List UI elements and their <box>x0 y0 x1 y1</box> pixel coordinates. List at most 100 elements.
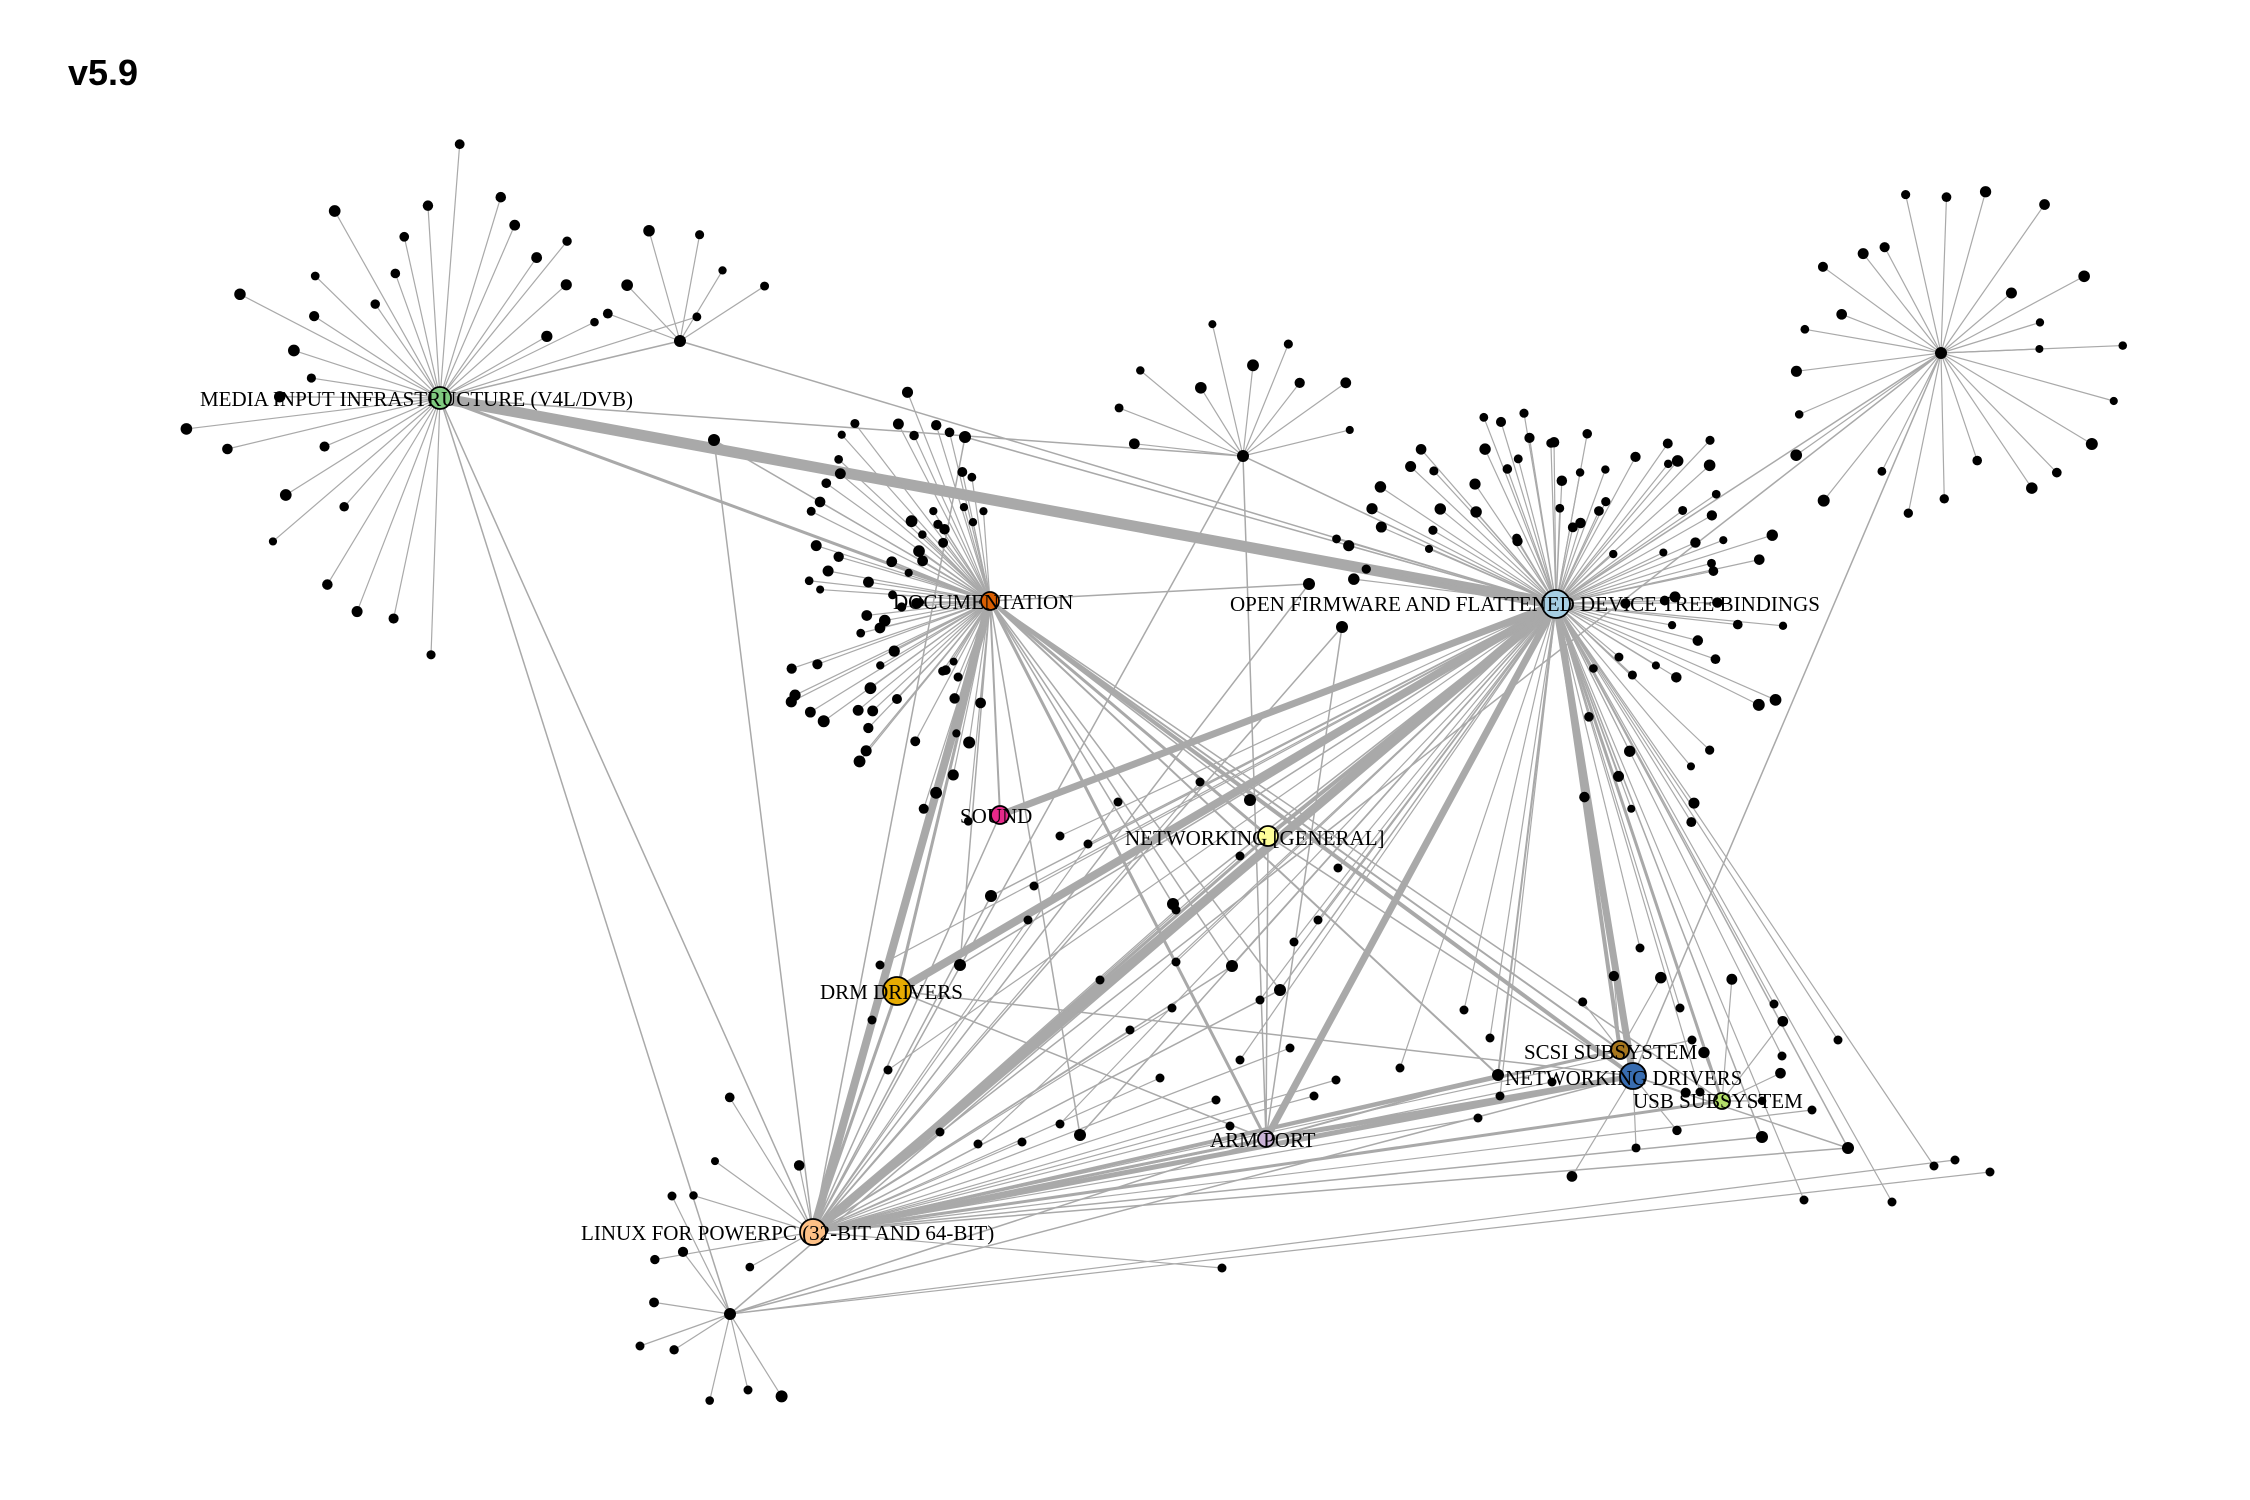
leaf-node-143 <box>1361 564 1371 574</box>
leaf-node-61 <box>1817 261 1828 272</box>
edge-115 <box>1139 369 1244 457</box>
edge-357 <box>812 1125 1231 1233</box>
label-drm: DRM DRIVERS <box>820 980 963 1004</box>
leaf-node-216 <box>1613 770 1625 782</box>
leaf-node-122 <box>834 468 846 480</box>
edge-156 <box>954 600 991 699</box>
edge-142 <box>1940 197 1948 354</box>
edge-81 <box>343 397 441 508</box>
edge-131 <box>1881 352 1942 472</box>
label-arm: ARM PORT <box>1210 1128 1316 1152</box>
hub-node-sound[interactable] <box>990 805 1010 825</box>
edge-23 <box>989 600 1001 816</box>
edge-268 <box>1555 562 1712 605</box>
leaf-node-140 <box>967 472 977 482</box>
edge-52 <box>989 600 1281 991</box>
edge-224 <box>1381 526 1557 605</box>
edges-layer <box>186 144 2123 1401</box>
leaf-node-142 <box>1348 573 1360 585</box>
leaf-node-5 <box>268 537 278 546</box>
leaf-node-18 <box>390 268 401 279</box>
hub-node-netgen[interactable] <box>1257 825 1279 847</box>
leaf-node-65 <box>1941 192 1952 202</box>
leaf-node-56 <box>1790 449 1803 462</box>
hub-node-drm[interactable] <box>882 976 912 1006</box>
leaf-node-148 <box>1366 503 1378 515</box>
leaf-node-86 <box>853 755 866 768</box>
hub-node-ppc[interactable] <box>799 1218 827 1246</box>
leaf-node-54 <box>1877 466 1887 476</box>
leaf-node-261 <box>867 1015 877 1025</box>
leaf-node-145 <box>1332 534 1341 544</box>
edge-183 <box>916 600 991 604</box>
leaf-node-149 <box>1428 525 1438 535</box>
edge-59 <box>1555 603 1849 1149</box>
edge-309 <box>1721 1020 1784 1102</box>
leaf-node-133 <box>909 430 919 441</box>
edge-333 <box>812 1047 1291 1233</box>
leaf-node-134 <box>901 386 914 398</box>
leaf-node-239 <box>1578 997 1588 1007</box>
leaf-node-285 <box>1695 1087 1705 1097</box>
edge-277 <box>1555 603 1673 626</box>
edge-2 <box>810 600 1559 1236</box>
edge-304 <box>714 1160 814 1233</box>
leaf-node-245 <box>724 1308 736 1320</box>
edge-246 <box>1555 480 1563 605</box>
leaf-node-233 <box>1775 1067 1786 1079</box>
hub-node-media[interactable] <box>428 386 452 410</box>
edge-283 <box>1555 603 1657 666</box>
leaf-node-203 <box>1769 694 1782 706</box>
leaf-node-284 <box>1687 1035 1697 1045</box>
edge-15 <box>988 600 1268 1140</box>
leaf-node-62 <box>1857 248 1869 260</box>
leaf-node-267 <box>1171 957 1181 967</box>
hub-node-of[interactable] <box>1541 589 1571 619</box>
edge-139 <box>1862 253 1942 354</box>
leaf-node-307 <box>1155 1073 1165 1083</box>
hub-node-arm[interactable] <box>1257 1130 1275 1148</box>
edge-352 <box>1059 603 1557 1125</box>
edge-133 <box>1795 352 1942 456</box>
leaf-node-298 <box>1225 1121 1235 1131</box>
edge-124 <box>1940 352 2114 402</box>
hub-node-scsi[interactable] <box>1610 1040 1630 1060</box>
edge-189 <box>838 556 991 602</box>
edge-18 <box>811 990 899 1233</box>
edge-237 <box>1483 417 1557 605</box>
edge-208 <box>944 528 991 602</box>
label-doc: DOCUMENTATION <box>893 590 1073 614</box>
leaf-node-103 <box>861 610 873 621</box>
leaf-node-305 <box>1095 975 1105 985</box>
leaf-node-43 <box>1294 377 1305 388</box>
leaf-node-197 <box>1620 598 1631 609</box>
edge-16 <box>439 396 991 603</box>
leaf-node-226 <box>689 1191 698 1200</box>
hub-node-doc[interactable] <box>980 591 1000 611</box>
leaf-node-236 <box>1672 1125 1682 1136</box>
leaf-node-183 <box>1703 459 1716 472</box>
leaf-node-250 <box>1303 578 1315 590</box>
leaf-node-139 <box>968 518 978 527</box>
edge-367 <box>671 1195 731 1315</box>
leaf-node-49 <box>2051 467 2062 478</box>
edge-145 <box>1940 292 2012 354</box>
leaf-node-179 <box>1663 459 1673 469</box>
leaf-node-274 <box>1285 1043 1295 1053</box>
leaf-node-117 <box>806 506 816 516</box>
edge-258 <box>1555 439 1711 605</box>
leaf-node-190 <box>1766 529 1778 541</box>
edge-88 <box>311 377 441 399</box>
hub-node-usb[interactable] <box>1713 1092 1731 1110</box>
leaf-node-256 <box>1756 1131 1768 1143</box>
edge-276 <box>1555 603 1738 626</box>
edge-308 <box>1721 979 1733 1102</box>
leaf-node-281 <box>1547 1077 1557 1087</box>
leaf-node-184 <box>1678 505 1688 515</box>
hub-node-netdrv[interactable] <box>1619 1062 1647 1090</box>
leaf-node-138 <box>957 467 968 478</box>
leaf-node-248 <box>708 434 720 446</box>
edge-78 <box>393 397 441 619</box>
leaf-node-22 <box>495 191 507 203</box>
leaf-node-121 <box>821 478 832 489</box>
